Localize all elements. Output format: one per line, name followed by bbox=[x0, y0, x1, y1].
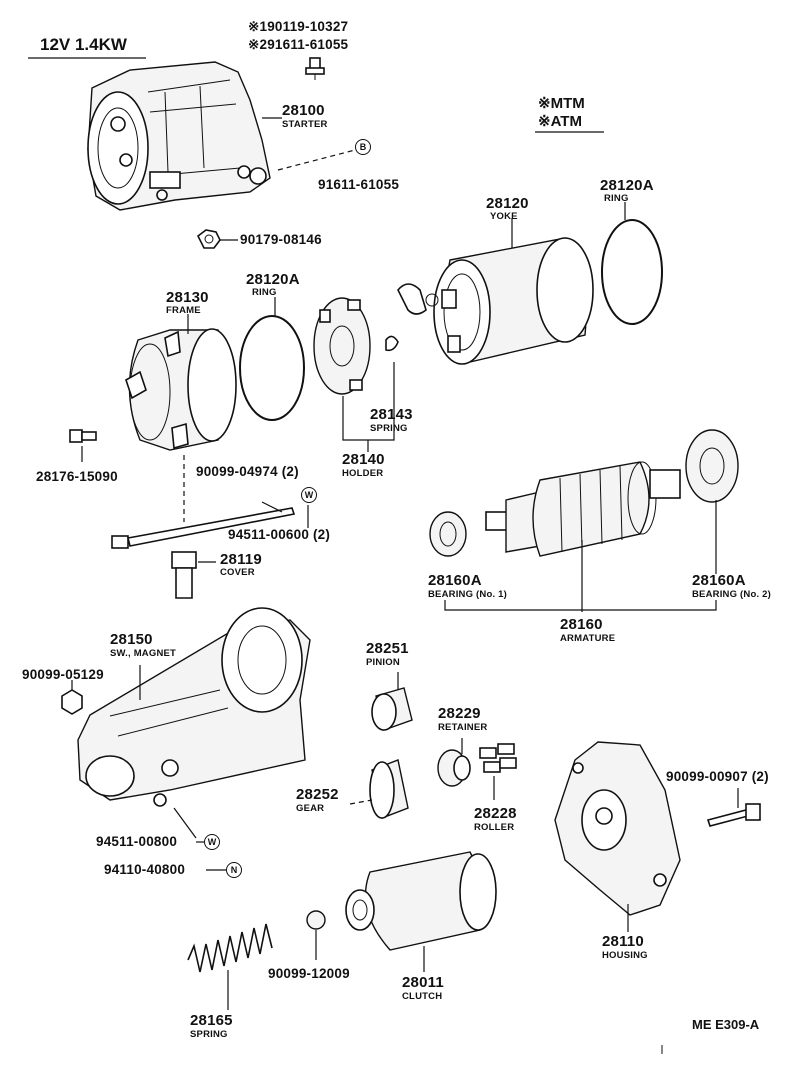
ring-top-drawing bbox=[601, 219, 663, 325]
clutch-number: 28011 bbox=[402, 974, 444, 991]
yoke-drawing bbox=[397, 237, 594, 365]
through-bolt-drawing bbox=[111, 507, 296, 549]
bolt-00907-drawing bbox=[706, 803, 761, 827]
sw-magnet-number: 28150 bbox=[110, 631, 153, 648]
sw-magnet-drawing bbox=[77, 607, 311, 807]
retainer-name: RETAINER bbox=[438, 722, 488, 733]
part-91611-61055: 91611-61055 bbox=[318, 177, 400, 192]
cover-number: 28119 bbox=[220, 551, 262, 568]
ring-mid-drawing bbox=[239, 315, 305, 421]
spring-28143-name: SPRING bbox=[370, 423, 408, 434]
bearing-1-name: BEARING (No. 1) bbox=[428, 589, 507, 600]
ring-mid-number: 28120A bbox=[246, 271, 300, 288]
roller-drawing bbox=[479, 743, 517, 773]
bolt-05129-drawing bbox=[61, 689, 83, 715]
armature-drawing bbox=[485, 461, 681, 557]
holder-drawing bbox=[313, 297, 399, 395]
badge-w-00600: W bbox=[301, 487, 317, 503]
retainer-number: 28229 bbox=[438, 705, 481, 722]
housing-drawing bbox=[554, 741, 681, 916]
retainer-drawing bbox=[437, 749, 471, 787]
armature-name: ARMATURE bbox=[560, 633, 616, 644]
starter-bolt-drawing bbox=[305, 57, 325, 80]
legend-mtm: ※MTM bbox=[538, 95, 585, 112]
starter-number: 28100 bbox=[282, 102, 325, 119]
part-90099-12009: 90099-12009 bbox=[268, 966, 350, 981]
starter-assembly-drawing bbox=[87, 61, 271, 211]
badge-n: N bbox=[226, 862, 242, 878]
bearing-1-number: 28160A bbox=[428, 572, 482, 589]
part-90099-05129: 90099-05129 bbox=[22, 667, 104, 682]
badge-b: B bbox=[355, 139, 371, 155]
gear-number: 28252 bbox=[296, 786, 339, 803]
yoke-name: YOKE bbox=[490, 211, 518, 222]
cover-drawing bbox=[171, 551, 197, 599]
nut-08146-drawing bbox=[196, 229, 221, 249]
pinion-drawing bbox=[371, 687, 413, 731]
part-94511-00600: 94511-00600 (2) bbox=[228, 527, 331, 542]
roller-number: 28228 bbox=[474, 805, 517, 822]
bearing-2-drawing bbox=[685, 429, 739, 503]
diagram-reference: ME E309-A bbox=[692, 1017, 760, 1032]
note-line-2: ※291611-61055 bbox=[248, 37, 349, 52]
yoke-number: 28120 bbox=[486, 195, 529, 212]
frame-drawing bbox=[125, 328, 237, 451]
ring-top-name: RING bbox=[604, 193, 629, 204]
bearing-2-number: 28160A bbox=[692, 572, 746, 589]
ring-mid-name: RING bbox=[252, 287, 277, 298]
part-90099-00907: 90099-00907 (2) bbox=[666, 769, 769, 784]
ring-top-number: 28120A bbox=[600, 177, 654, 194]
ball-12009-drawing bbox=[306, 910, 326, 930]
bearing-1-drawing bbox=[429, 511, 467, 557]
pinion-name: PINION bbox=[366, 657, 400, 668]
holder-name: HOLDER bbox=[342, 468, 384, 479]
part-90179-08146: 90179-08146 bbox=[240, 232, 322, 247]
frame-name: FRAME bbox=[166, 305, 201, 316]
roller-name: ROLLER bbox=[474, 822, 515, 833]
armature-number: 28160 bbox=[560, 616, 603, 633]
gear-drawing bbox=[369, 759, 409, 819]
note-line-1: ※190119-10327 bbox=[248, 19, 349, 34]
starter-name: STARTER bbox=[282, 119, 328, 130]
clutch-drawing bbox=[345, 851, 497, 951]
screw-15090-drawing bbox=[69, 429, 97, 443]
part-94110-40800: 94110-40800 bbox=[104, 862, 186, 877]
holder-number: 28140 bbox=[342, 451, 385, 468]
bearing-2-name: BEARING (No. 2) bbox=[692, 589, 771, 600]
part-94511-00800: 94511-00800 bbox=[96, 834, 178, 849]
housing-number: 28110 bbox=[602, 933, 644, 950]
pinion-number: 28251 bbox=[366, 640, 409, 657]
frame-number: 28130 bbox=[166, 289, 209, 306]
spring-28143-number: 28143 bbox=[370, 406, 413, 423]
part-28176-15090: 28176-15090 bbox=[36, 469, 118, 484]
housing-name: HOUSING bbox=[602, 950, 648, 961]
sw-magnet-name: SW., MAGNET bbox=[110, 648, 177, 659]
spring-28165-number: 28165 bbox=[190, 1012, 233, 1029]
clutch-name: CLUTCH bbox=[402, 991, 443, 1002]
voltage-label: 12V 1.4KW bbox=[40, 35, 127, 54]
gear-name: GEAR bbox=[296, 803, 325, 814]
spring-28165-name: SPRING bbox=[190, 1029, 228, 1040]
cover-name: COVER bbox=[220, 567, 255, 578]
part-90099-04974: 90099-04974 (2) bbox=[196, 464, 299, 479]
legend-atm: ※ATM bbox=[538, 113, 582, 130]
badge-w-00800: W bbox=[204, 834, 220, 850]
spring-28165-drawing bbox=[187, 923, 273, 973]
